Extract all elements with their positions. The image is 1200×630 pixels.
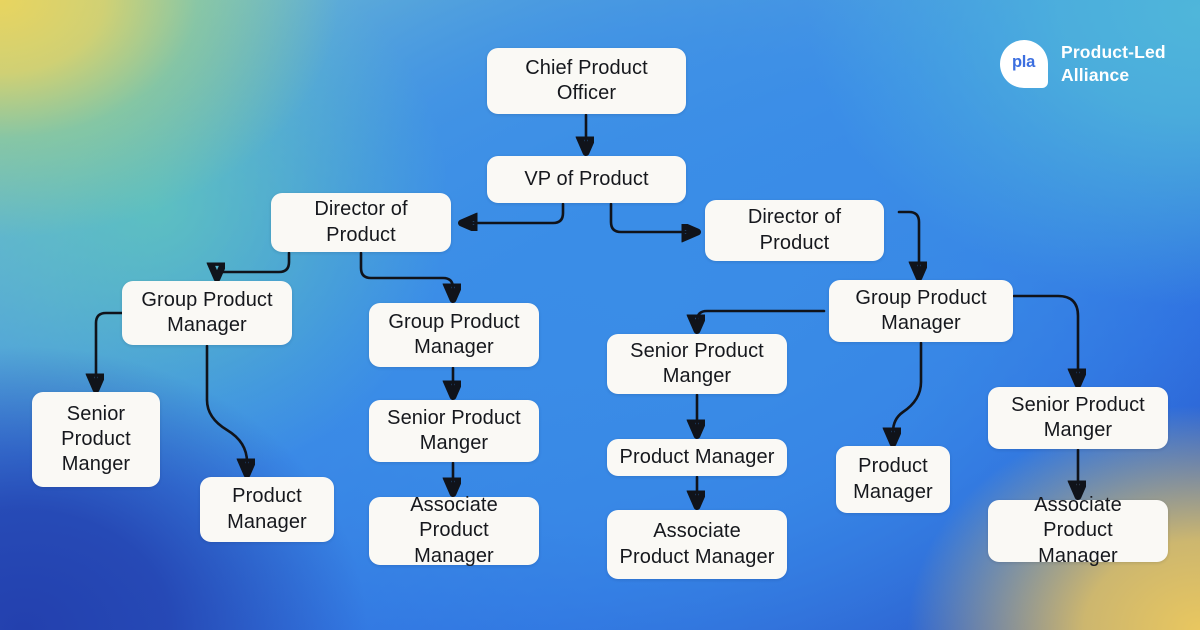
node-label-line: Manager: [167, 314, 247, 336]
node-label-line: Manager: [227, 510, 307, 533]
edge-gpm3-spm3: [697, 309, 826, 328]
edge-vp-dir1: [464, 202, 565, 223]
node-label-line: Senior: [66, 402, 126, 425]
node-label-line: Product Manager: [619, 545, 775, 568]
brand-logo: pla Product-Led Alliance: [1000, 40, 1166, 88]
edge-gpm1-spm1: [96, 311, 127, 387]
node-label-line: Product: [232, 485, 302, 508]
node-label-line: Manager: [853, 480, 933, 503]
brand-mark-text: pla: [1012, 53, 1035, 71]
node-label-line: Manger: [419, 432, 489, 454]
node-label-line: Product: [326, 223, 396, 246]
node-label-line: Chief Product: [525, 56, 648, 79]
node-label-line: Manager: [1038, 544, 1118, 567]
node-label-line: Group Product: [388, 310, 520, 333]
node-label-line: Senior Product: [387, 406, 521, 429]
node-label-line: Product Manager: [619, 445, 775, 468]
bubble-shape: [1000, 40, 1048, 88]
node-label-line: Product: [858, 455, 928, 478]
node-label-line: Associate: [653, 520, 741, 543]
edge-gpm3-spm4: [1012, 294, 1078, 382]
node-label-line: Manger: [61, 453, 131, 476]
node-label-line: Senior Product: [1011, 393, 1145, 416]
node-label-line: Associate: [410, 494, 498, 517]
edge-vp-dir2: [609, 202, 695, 232]
node-label-line: Senior Product: [630, 339, 764, 362]
node-label-line: Director of: [747, 206, 842, 229]
brand-name: Product-Led Alliance: [1061, 41, 1166, 85]
node-label-line: Product Manager: [414, 519, 494, 567]
node-label-line: Group Product: [141, 288, 273, 311]
node-label-line: Manger: [662, 365, 732, 387]
node-label-line: VP of Product: [524, 167, 649, 190]
node-label-line: Officer: [556, 82, 617, 104]
node-label-line: Manger: [1043, 419, 1113, 441]
edge-gpm1-pm1: [205, 344, 247, 472]
speech-bubble-icon: pla: [1000, 40, 1048, 88]
node-label-line: Product: [61, 427, 131, 450]
node-label-line: Product: [759, 231, 830, 254]
node-label-line: Manager: [414, 336, 494, 358]
edge-gpm3-pm4: [893, 341, 923, 441]
edge-dir1-gpm1: [217, 251, 291, 276]
edge-dir2-gpm3: [897, 210, 919, 275]
node-product-manager-3[interactable]: Product Manager: [607, 439, 787, 476]
node-vp-of-product[interactable]: VP of Product: [487, 156, 686, 203]
node-label-line: Associate Product: [1034, 494, 1122, 542]
node-label-line: Director of: [314, 198, 408, 221]
node-label-line: Group Product: [855, 286, 987, 309]
edge-dir1-gpm2: [359, 251, 453, 297]
node-label-line: Manager: [881, 312, 961, 334]
